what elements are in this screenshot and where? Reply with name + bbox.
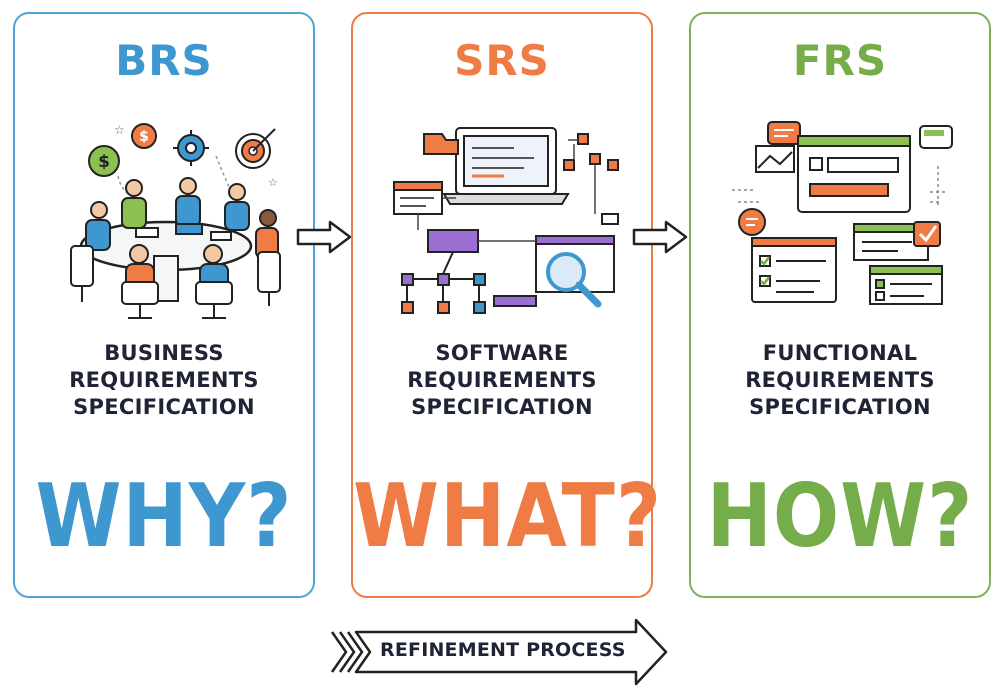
- frs-abbreviation: FRS: [792, 36, 888, 85]
- srs-full-name-line: REQUIREMENTS: [407, 368, 597, 392]
- frs-full-name-line: REQUIREMENTS: [745, 368, 935, 392]
- refinement-process-arrow-icon: [330, 618, 668, 686]
- svg-text:☆: ☆: [268, 176, 278, 189]
- brs-full-name: BUSINESS REQUIREMENTS SPECIFICATION: [15, 340, 313, 421]
- brs-card: BRS $ $ ☆ ☆: [13, 12, 315, 598]
- business-meeting-icon: $ $ ☆ ☆: [70, 123, 281, 319]
- software-architecture-icon: [393, 127, 619, 314]
- frs-full-name-line: SPECIFICATION: [749, 395, 931, 419]
- srs-abbreviation: SRS: [454, 36, 550, 85]
- srs-full-name: SOFTWARE REQUIREMENTS SPECIFICATION: [353, 340, 651, 421]
- frs-card: FRS: [689, 12, 991, 598]
- brs-full-name-line: BUSINESS: [104, 341, 224, 365]
- srs-full-name-line: SOFTWARE: [435, 341, 569, 365]
- srs-card: SRS: [351, 12, 663, 598]
- svg-text:$: $: [98, 152, 110, 172]
- frs-full-name-line: FUNCTIONAL: [762, 341, 918, 365]
- svg-text:☆: ☆: [114, 123, 125, 137]
- frs-full-name: FUNCTIONAL REQUIREMENTS SPECIFICATION: [691, 340, 989, 421]
- svg-text:$: $: [139, 129, 149, 145]
- brs-full-name-line: SPECIFICATION: [73, 395, 255, 419]
- frs-question: HOW?: [706, 466, 974, 568]
- right-arrow-icon: [296, 220, 352, 254]
- refinement-process-label: REFINEMENT PROCESS: [380, 639, 626, 661]
- brs-question: WHY?: [35, 466, 293, 568]
- right-arrow-icon: [632, 220, 688, 254]
- brs-abbreviation: BRS: [115, 36, 213, 85]
- srs-full-name-line: SPECIFICATION: [411, 395, 593, 419]
- brs-full-name-line: REQUIREMENTS: [69, 368, 259, 392]
- functional-ui-checklist-icon: [732, 121, 953, 305]
- srs-question: WHAT?: [353, 466, 663, 568]
